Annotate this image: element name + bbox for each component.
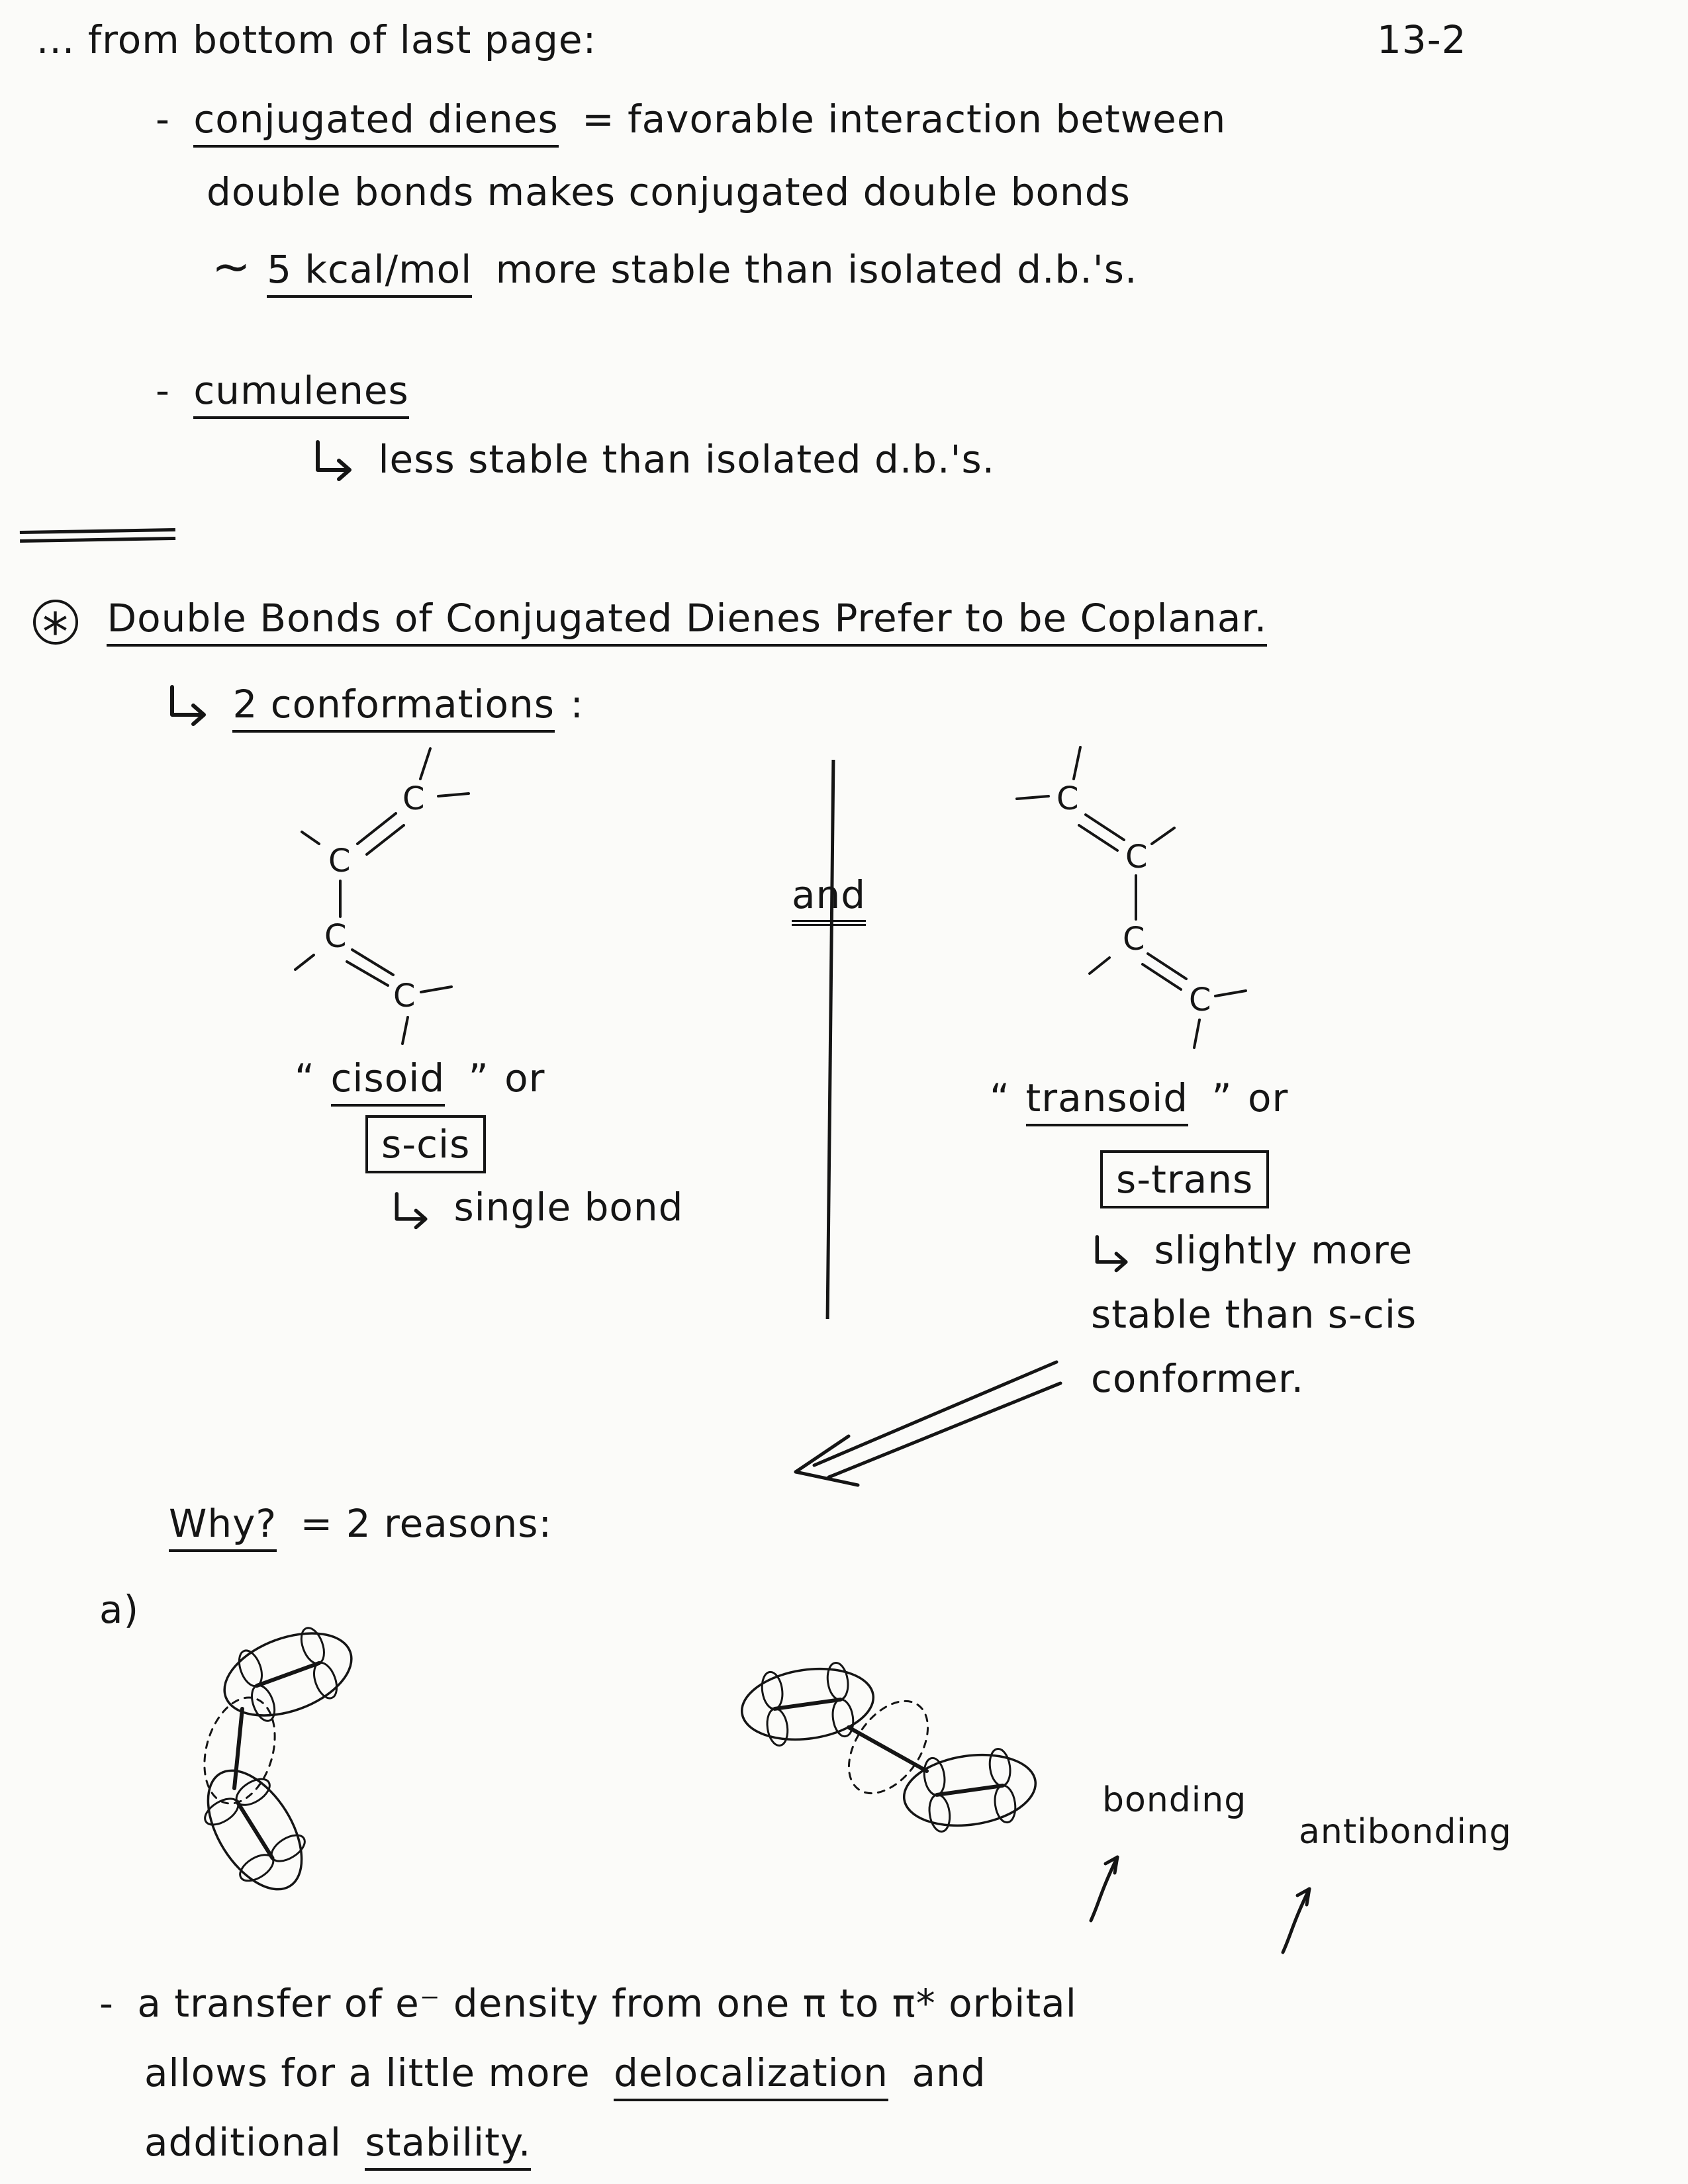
delocalization-term: delocalization: [614, 2050, 888, 2101]
energy-value: 5 kcal/mol: [267, 247, 473, 298]
s-trans-label: s-trans: [1100, 1150, 1270, 1208]
conjugated-dienes-line1: - conjugated dienes = favorable interact…: [156, 97, 1237, 148]
section-divider: [19, 527, 176, 543]
transfer-line3-a: additional: [144, 2120, 342, 2165]
carbon-label: C: [1189, 981, 1211, 1019]
big-arrow-icon: [794, 1360, 1062, 1487]
carbon-label: C: [328, 842, 351, 880]
transfer-line2-a: allows for a little more: [144, 2050, 590, 2095]
elbow-arrow-icon: [1095, 1235, 1128, 1273]
conjugated-dienes-term: conjugated dienes: [193, 97, 559, 148]
elbow-arrow-icon: [395, 1192, 428, 1230]
bullet-dash: -: [99, 1981, 114, 2026]
elbow-arrow-icon: [170, 685, 206, 726]
s-trans-note1: slightly more: [1154, 1228, 1413, 1273]
and-text: and: [792, 872, 867, 926]
s-trans-note-line2: stable than s-cis: [1091, 1292, 1417, 1337]
transfer-line2: allows for a little more delocalization …: [144, 2050, 997, 2101]
conformations-label: 2 conformations: [232, 682, 555, 733]
cumulenes-note-text: less stable than isolated d.b.'s.: [378, 437, 996, 482]
cisoid-label-line: “ cisoid ” or: [295, 1056, 555, 1107]
conjugated-dienes-line3-rest: more stable than isolated d.b.'s.: [495, 247, 1138, 292]
page-number: 13-2: [1377, 17, 1467, 62]
carbon-label: C: [393, 978, 416, 1015]
carbon-label: C: [402, 780, 425, 817]
s-cis-label: s-cis: [365, 1115, 487, 1173]
conjugated-dienes-line3: ~ 5 kcal/mol more stable than isolated d…: [212, 240, 1148, 298]
column-separator: [825, 759, 835, 1320]
antibonding-arrow-icon: [1281, 1887, 1311, 1954]
antibonding-label: antibonding: [1299, 1812, 1512, 1852]
elbow-arrow-icon: [316, 440, 352, 481]
bonding-label: bonding: [1102, 1780, 1247, 1820]
s-trans-note-line1: slightly more: [1091, 1228, 1423, 1274]
transfer-line3: additional stability.: [144, 2120, 541, 2171]
close-quote: ”: [468, 1056, 489, 1101]
carbon-label: C: [1056, 780, 1079, 817]
transoid-term: transoid: [1025, 1075, 1189, 1126]
transoid-or: or: [1247, 1075, 1289, 1120]
cumulenes-note: less stable than isolated d.b.'s.: [311, 437, 1006, 483]
open-quote: “: [295, 1056, 316, 1101]
why-question: Why?: [169, 1501, 277, 1552]
s-trans-orbital-diagram: [740, 1662, 1037, 1833]
s-cis-structure-drawing: C C C C: [294, 747, 470, 1045]
s-trans-note-line3: conformer.: [1091, 1356, 1305, 1401]
stability-term: stability.: [365, 2120, 532, 2171]
why-rest: = 2 reasons:: [300, 1501, 553, 1546]
transfer-line1-text: a transfer of e⁻ density from one π to π…: [137, 1981, 1077, 2026]
coplanar-heading: * Double Bonds of Conjugated Dienes Pref…: [33, 596, 1268, 659]
carbon-label: C: [324, 918, 347, 955]
coplanar-title: Double Bonds of Conjugated Dienes Prefer…: [107, 596, 1268, 647]
transfer-line1: - a transfer of e⁻ density from one π to…: [99, 1981, 1088, 2026]
s-cis-orbital-diagram: [203, 1627, 353, 1891]
carbon-label: C: [1125, 839, 1148, 876]
transoid-label-line: “ transoid ” or: [990, 1075, 1299, 1126]
bullet-dash: -: [156, 97, 170, 142]
and-label: and: [792, 872, 867, 926]
cisoid-term: cisoid: [330, 1056, 445, 1107]
reason-a-label: a): [99, 1587, 140, 1632]
header-note: ... from bottom of last page:: [36, 17, 597, 62]
conjugated-dienes-line1-rest: = favorable interaction between: [582, 97, 1227, 142]
asterisk-icon: *: [33, 600, 78, 659]
approx-tilde: ~: [212, 240, 252, 294]
cumulenes-term: cumulenes: [193, 368, 409, 419]
carbon-label: C: [1123, 921, 1145, 958]
single-bond-text: single bond: [453, 1185, 684, 1230]
s-cis-box: s-cis: [365, 1115, 487, 1173]
bonding-arrow-icon: [1089, 1855, 1119, 1923]
s-trans-box: s-trans: [1100, 1150, 1270, 1208]
conformations-line: 2 conformations :: [165, 682, 594, 733]
conjugated-dienes-line2: double bonds makes conjugated double bon…: [207, 169, 1131, 214]
bullet-dash: -: [156, 368, 170, 413]
cisoid-or: or: [504, 1056, 545, 1101]
cumulenes-line: - cumulenes: [156, 368, 420, 419]
close-quote: ”: [1211, 1075, 1233, 1120]
s-trans-structure-drawing: C C C C: [1015, 746, 1247, 1049]
transfer-line2-b: and: [912, 2050, 986, 2095]
conformations-colon: :: [570, 682, 584, 727]
open-quote: “: [990, 1075, 1011, 1120]
why-line: Why? = 2 reasons:: [169, 1501, 563, 1552]
single-bond-note: single bond: [391, 1185, 694, 1231]
